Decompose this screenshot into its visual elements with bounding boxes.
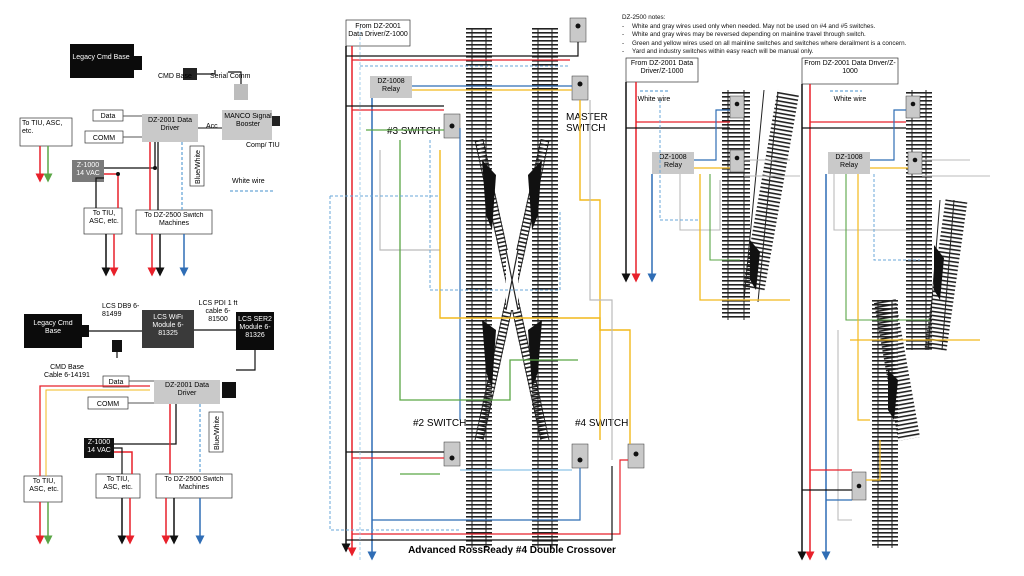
relay-right1	[652, 152, 694, 174]
acc-label: Acc	[206, 123, 218, 130]
double-crossover-diagram: From DZ-2001 Data Driver/Z-1000 DZ-1008 …	[329, 17, 645, 561]
right1-switch-machine-top	[729, 95, 745, 119]
right1-switch-machine	[729, 149, 745, 173]
data-label-top: Data	[101, 113, 116, 120]
center-wiring	[329, 28, 631, 561]
note-item: -Yard and industry switches within easy …	[622, 47, 814, 55]
right-diagram-1: From DZ-2001 Data Driver/Z-1000 White wi…	[621, 57, 800, 320]
right2-switch-machine	[907, 151, 923, 175]
notes-heading: DZ-2500 notes:	[622, 14, 666, 21]
z1000-top	[72, 160, 104, 182]
to-tiu-box-bottom	[23, 475, 63, 503]
driver-label-top: DZ-2001 Data Driver	[148, 117, 192, 132]
master-switch-machine	[571, 75, 589, 101]
lcs-ser2-module	[236, 312, 274, 350]
switch2-label: #2 SWITCH	[413, 418, 466, 429]
to-tiu-label-bottom: To TIU, ASC, etc.	[29, 478, 59, 493]
from-label-center: From DZ-2001 Data Driver/Z-1000	[348, 23, 408, 38]
comm-label-top: COMM	[93, 135, 115, 142]
booster-label: MANCO Signal Booster	[224, 113, 272, 128]
blue-white-label-bottom: Blue/White	[214, 416, 221, 450]
to-tiu-label-bottom2: To TIU, ASC, etc.	[103, 476, 133, 491]
legacy-base-label: Legacy Cmd Base	[72, 54, 129, 61]
to-tiu-box-top	[19, 117, 73, 147]
dz2500-box-bottom	[155, 473, 233, 499]
relay-right2	[828, 152, 870, 174]
relay-center	[370, 76, 412, 98]
right1-wiring	[621, 82, 800, 301]
z1000-label-top: Z-1000 14 VAC	[76, 162, 100, 177]
right-diagram-2: From DZ-2001 Data Driver/Z-1000 White wi…	[797, 57, 990, 561]
dz2001-driver-top	[142, 114, 198, 142]
switch4-machine	[571, 443, 589, 469]
cmd-base-connector	[183, 68, 197, 80]
right2-switch-machine-top	[905, 95, 921, 119]
white-wire-right2: White wire	[834, 96, 867, 103]
blue-white-label-top: Blue/White	[195, 150, 202, 184]
to-tiu-label-top: To TIU, ASC, etc.	[22, 120, 63, 135]
cmd-base-cable-label: CMD Base Cable 6-14191	[44, 364, 90, 379]
serial-comm-connector	[234, 84, 248, 100]
master-switch-label: MASTER SWITCH	[566, 112, 608, 134]
to-tiu-box-bottom2	[95, 473, 141, 499]
switch3-label: #3 SWITCH	[387, 126, 440, 137]
switch2-machine	[443, 441, 461, 467]
z1000-label-bottom: Z-1000 14 VAC	[87, 439, 111, 454]
bottom-left-block: Legacy Cmd Base LCS DB9 6-81499 LCS WiFi…	[23, 300, 274, 545]
data-label-bottom: Data	[109, 379, 124, 386]
relay-label-right2: DZ-1008 Relay	[835, 154, 863, 169]
dz2001-driver-bottom	[154, 380, 220, 404]
to-tiu-label-top2: To TIU, ASC, etc.	[89, 210, 119, 225]
from-box-center	[345, 19, 411, 47]
note-item: -White and gray wires used only when nee…	[622, 23, 876, 31]
from-label-right1: From DZ-2001 Data Driver/Z-1000	[630, 60, 694, 75]
wifi-label: LCS WiFi Module 6-81325	[152, 314, 184, 337]
comm-label-bottom: COMM	[97, 401, 119, 408]
cmd-base-label: CMD Base	[158, 73, 192, 80]
from-label-right2: From DZ-2001 Data Driver/Z-1000	[804, 60, 896, 75]
to-tiu-box-top2	[83, 207, 123, 235]
relay-label-center: DZ-1008 Relay	[377, 78, 405, 93]
lcs-db9-label: LCS DB9 6-81499	[102, 303, 140, 318]
white-wire-right1: White wire	[638, 96, 671, 103]
legacy-base-label-bottom: Legacy Cmd Base	[33, 320, 73, 335]
dz2500-label-top: To DZ-2500 Switch Machines	[144, 212, 204, 227]
top-left-block: Legacy Cmd Base CMD Base Serial Comm Dat…	[19, 44, 280, 277]
crossover-track	[466, 28, 558, 548]
z1000-bottom	[84, 438, 114, 458]
switch4-label: #4 SWITCH	[575, 418, 628, 429]
comp-tiu-label: Comp/ TIU	[246, 142, 280, 149]
driver-label-bottom: DZ-2001 Data Driver	[165, 382, 209, 397]
legacy-base-top	[70, 44, 134, 78]
dz2500-label-bottom: To DZ-2500 Switch Machines	[164, 476, 224, 491]
crossover-title: Advanced RossReady #4 Double Crossover	[408, 545, 616, 556]
switch-machine-top	[569, 17, 587, 43]
note-item: -Green and yellow wires used on all main…	[622, 39, 907, 47]
right2-wiring	[797, 84, 990, 561]
from-box-right1	[625, 57, 699, 83]
blue-white-box-top	[189, 145, 205, 187]
lcs-pdi-label: LCS PDI 1 ft cable 6-81500	[198, 300, 238, 323]
serial-comm-label: Serial Comm	[210, 73, 251, 80]
manco-booster	[222, 110, 272, 140]
legacy-base-bottom	[24, 314, 82, 348]
note-item: -White and gray wires may be reversed de…	[622, 31, 866, 39]
ser2-label: LCS SER2 Module 6-81326	[238, 316, 272, 339]
dz2500-box-top	[135, 209, 213, 235]
dz2500-notes: DZ-2500 notes: -White and gray wires use…	[622, 14, 1022, 56]
from-box-right2	[801, 57, 899, 85]
white-wire-legend: White wire	[232, 178, 265, 185]
lcs-wifi-module	[142, 310, 194, 348]
blue-white-box-bottom	[208, 411, 224, 453]
relay-label-right1: DZ-1008 Relay	[659, 154, 687, 169]
